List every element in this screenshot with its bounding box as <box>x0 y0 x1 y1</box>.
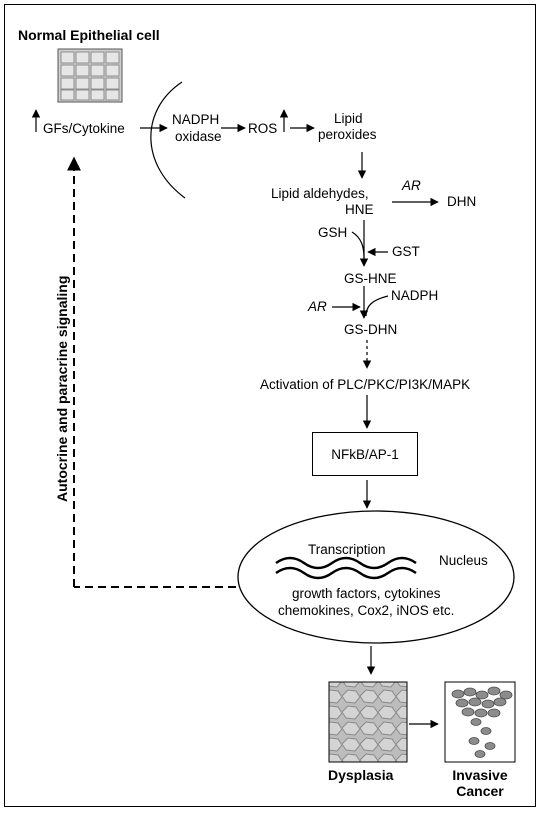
dysplasia-image <box>328 681 408 763</box>
ros-label: ROS <box>248 121 278 136</box>
nfkb-box: NFkB/AP-1 <box>312 432 418 476</box>
ar-label-top: AR <box>402 178 421 193</box>
cell-membrane-arc <box>150 81 186 199</box>
normal-cell-title: Normal Epithelial cell <box>18 27 160 43</box>
nadph-oxidase-label-1: NADPH <box>172 112 220 127</box>
gs-dhn-label: GS-DHN <box>344 322 398 337</box>
invasive-label-2: Cancer <box>456 783 504 799</box>
invasive-label-1: Invasive <box>452 767 508 783</box>
genes-label-1: growth factors, cytokines <box>292 586 441 601</box>
dysplasia-label: Dysplasia <box>328 767 394 783</box>
normal-cell-image <box>57 48 123 103</box>
dna-wave-icon <box>275 556 417 580</box>
gst-label: GST <box>392 244 420 259</box>
autocrine-paracrine-label: Autocrine and paracrine signaling <box>54 275 70 502</box>
ar-label-mid: AR <box>308 299 327 314</box>
nucleus-label: Nucleus <box>439 553 488 568</box>
feedback-dashed-path <box>67 156 236 588</box>
lipid-peroxides-label-2: peroxides <box>318 127 377 142</box>
gsh-label: GSH <box>318 225 348 240</box>
nadph-oxidase-label-2: oxidase <box>175 129 222 144</box>
gsh-curve <box>351 231 365 259</box>
lipid-aldehydes-label-2: HNE <box>345 202 374 217</box>
lipid-peroxides-label-1: Lipid <box>334 111 363 126</box>
lipid-aldehydes-label-1: Lipid aldehydes, <box>271 186 369 201</box>
nfkb-label: NFkB/AP-1 <box>331 446 399 462</box>
invasive-cancer-image <box>444 681 516 763</box>
figure-frame <box>4 4 536 807</box>
gs-hne-label: GS-HNE <box>344 271 397 286</box>
nadph-curve <box>365 295 389 317</box>
genes-label-2: chemokines, Cox2, iNOS etc. <box>278 603 455 618</box>
gfs-cytokine-label: GFs/Cytokine <box>43 121 125 136</box>
activation-label: Activation of PLC/PKC/PI3K/MAPK <box>260 377 471 392</box>
nadph-label: NADPH <box>391 288 439 303</box>
dhn-label: DHN <box>447 194 477 209</box>
transcription-label: Transcription <box>308 542 386 557</box>
